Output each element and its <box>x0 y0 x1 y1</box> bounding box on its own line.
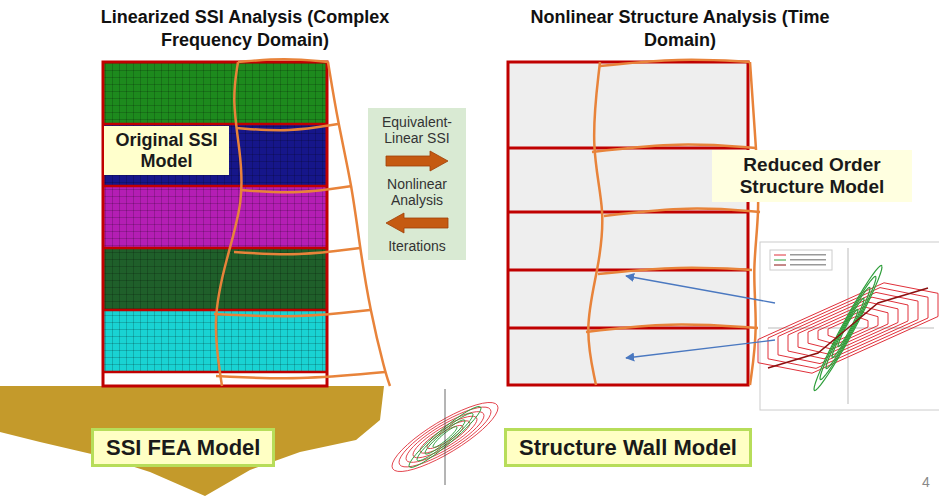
box-label: Original SSI Model <box>110 130 223 171</box>
legend-sample <box>774 255 786 256</box>
hysteresis-loop <box>758 283 938 373</box>
plot-axis <box>848 248 849 404</box>
legend-entry <box>790 254 826 256</box>
panel-heading: Nonlinear Structure Analysis (Time Domai… <box>515 6 845 51</box>
step-label: Nonlinear Analysis <box>372 176 462 208</box>
model-label: Original SSI Model <box>104 126 229 175</box>
deformed-shape <box>750 62 758 385</box>
deformed-shape <box>588 62 602 385</box>
backbone-curve <box>768 288 928 368</box>
band-boundary <box>103 123 327 126</box>
pointer-arrow <box>626 340 775 358</box>
band-boundary <box>103 371 327 374</box>
deformed-shape <box>216 372 385 378</box>
deformed-shape <box>604 209 760 216</box>
deformed-shape <box>216 62 242 386</box>
flow-arrow <box>386 213 448 233</box>
legend-sample <box>774 265 786 266</box>
hysteresis-loop <box>768 288 928 369</box>
step-label: Equivalent-Linear SSI <box>372 114 462 146</box>
deformed-shape <box>586 325 758 332</box>
mesh-grid <box>103 248 327 310</box>
page-number: 4 <box>922 474 930 492</box>
model-label: Reduced Order Structure Model <box>712 150 912 202</box>
wall-building <box>508 62 748 385</box>
building-outline <box>103 62 327 386</box>
legend-entry <box>790 264 826 266</box>
deformed-shape <box>214 310 370 316</box>
pointer-arrow <box>626 276 775 303</box>
process-panel: Equivalent-Linear SSI Nonlinear AnalysisI… <box>368 108 466 260</box>
plot-axis <box>445 389 446 485</box>
mesh-band <box>103 62 327 124</box>
deformed-shape <box>240 186 352 192</box>
hysteresis-plot-small <box>392 389 498 485</box>
mesh-grid <box>103 186 327 248</box>
mesh-grid <box>103 62 327 124</box>
panel-heading: Linearized SSI Analysis (Complex Frequen… <box>95 6 395 51</box>
mesh-grid <box>103 124 327 186</box>
box-label: Structure Wall Model <box>519 435 737 460</box>
mesh-band <box>103 186 327 248</box>
soil-ground <box>0 386 384 496</box>
ssi-mesh-building <box>103 62 327 386</box>
building-fill <box>508 62 748 385</box>
band-boundary <box>103 185 327 188</box>
deformed-shape <box>234 248 360 254</box>
step-label: Iterations <box>372 238 462 254</box>
caption-box: SSI FEA Model <box>91 428 275 467</box>
legend-sample <box>774 260 786 261</box>
plot-legend <box>770 250 832 270</box>
mesh-band <box>103 248 327 310</box>
caption-box: Structure Wall Model <box>504 428 752 467</box>
deformed-shape <box>238 59 328 62</box>
building-base <box>103 62 327 386</box>
mesh-band <box>103 124 327 186</box>
deformed-shape <box>236 124 338 130</box>
flow-arrow <box>386 151 448 171</box>
legend-entry <box>790 259 826 261</box>
band-boundary <box>103 309 327 312</box>
box-label: Reduced Order Structure Model <box>720 154 904 198</box>
box-label: SSI FEA Model <box>106 435 260 460</box>
band-boundary <box>103 247 327 250</box>
deformed-shape <box>598 268 752 274</box>
deformed-shape <box>600 60 750 66</box>
legend-frame <box>770 250 832 270</box>
hysteresis-plot <box>758 242 939 410</box>
